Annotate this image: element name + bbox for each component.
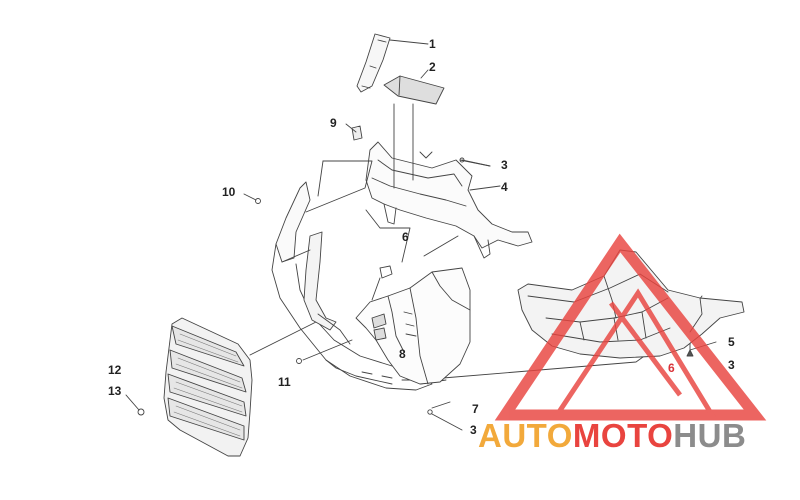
callout-8: 8 — [399, 347, 406, 361]
callout-3: 3 — [501, 158, 508, 172]
part-2-cover-pad — [383, 69, 445, 105]
callout-12: 12 — [108, 363, 122, 377]
callout-6: 6 — [668, 361, 675, 375]
watermark-logo: AUTOMOTOHUB — [478, 418, 746, 454]
part-4-inner-panel — [365, 141, 533, 259]
part-1-strap — [356, 33, 429, 93]
center-panel — [355, 265, 471, 385]
logo-word-moto: MOTO — [572, 417, 674, 454]
logo-word-hub: HUB — [673, 417, 747, 454]
part-11-screw — [296, 358, 302, 364]
callout-9: 9 — [330, 116, 337, 130]
callout-11: 11 — [278, 375, 291, 389]
part-10-screw — [243, 193, 261, 204]
callout-4: 4 — [501, 180, 508, 194]
logo-word-auto: AUTO — [478, 417, 573, 454]
watermark-triangle — [494, 233, 767, 421]
callout-5: 5 — [728, 335, 735, 349]
part-12-grille — [125, 317, 253, 457]
callout-3: 3 — [728, 358, 735, 372]
part-9-clip — [345, 123, 363, 141]
callout-10: 10 — [222, 185, 236, 199]
callout-1: 1 — [429, 37, 436, 51]
callout-7: 7 — [472, 402, 479, 416]
front-shield — [271, 181, 433, 391]
callout-2: 2 — [429, 60, 436, 74]
part-3-screws — [427, 157, 694, 431]
callout-13: 13 — [108, 384, 122, 398]
callout-3: 3 — [470, 423, 477, 437]
callout-6: 6 — [402, 230, 409, 244]
